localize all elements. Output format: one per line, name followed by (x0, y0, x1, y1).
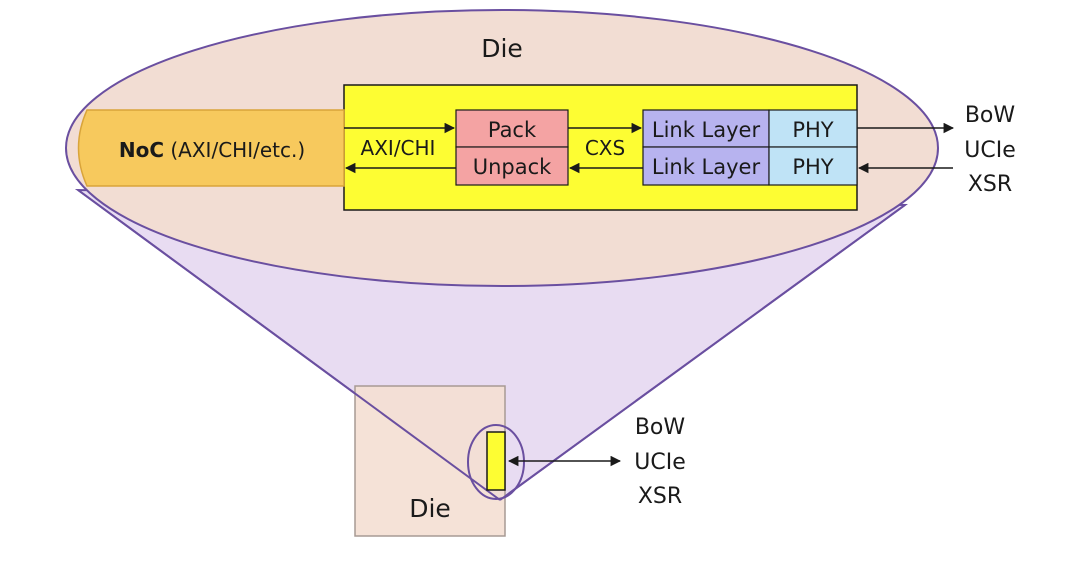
noc-block (77, 109, 345, 187)
link-layer-rx-label: Link Layer (652, 155, 761, 179)
bottom-interface-ucie: UCIe (634, 450, 686, 475)
link-layer-rx-box (642, 146, 770, 186)
bottom-die-title: Die (409, 494, 451, 523)
bottom-interface-xsr: XSR (638, 484, 682, 509)
bottom-interface-block (486, 431, 506, 491)
cxs-label: CXS (585, 136, 625, 160)
link-layer-tx-label: Link Layer (652, 118, 761, 142)
protocol-label: AXI/CHI (361, 136, 436, 160)
top-interface-ucie: UCIe (964, 138, 1016, 163)
noc-label: NoC (AXI/CHI/etc.) (119, 138, 305, 162)
bottom-interface-bow: BoW (635, 415, 686, 440)
noc-label-bold: NoC (119, 138, 164, 162)
phy-rx-label: PHY (792, 155, 833, 179)
noc-label-rest: (AXI/CHI/etc.) (164, 138, 305, 162)
top-interface-xsr: XSR (968, 172, 1012, 197)
unpack-label: Unpack (473, 155, 552, 179)
cone-left-edge (77, 189, 501, 501)
unpack-box (455, 146, 569, 186)
pack-label: Pack (488, 118, 537, 142)
top-interface-bow: BoW (965, 103, 1016, 128)
phy-rx-box (768, 146, 858, 186)
phy-tx-box (768, 109, 858, 148)
top-die-title: Die (481, 34, 523, 63)
phy-tx-label: PHY (792, 118, 833, 142)
cone-right-edge (499, 204, 906, 501)
